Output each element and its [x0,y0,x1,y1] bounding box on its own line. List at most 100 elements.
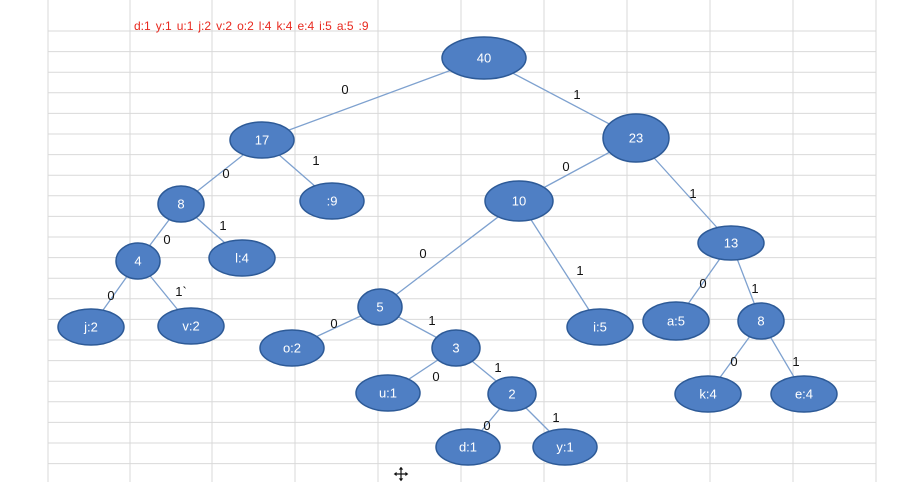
tree-node-shape [441,36,527,80]
tree-node: v:2 [157,307,225,345]
edge-label: 1 [573,87,580,102]
tree-node-shape [770,375,838,413]
edge-label: 0 [562,159,569,174]
tree-node-shape [602,113,670,163]
tree-node-label: :9 [327,194,338,209]
edge-label: 0 [483,418,490,433]
tree-node: e:4 [770,375,838,413]
legend-item: d:1 [134,19,151,33]
edge-label: 1 [689,186,696,201]
tree-node: a:5 [642,301,710,341]
tree-node-label: y:1 [556,440,573,455]
legend-item: v:2 [216,19,233,33]
legend-item: o:2 [237,19,254,33]
tree-node: 17 [229,121,295,159]
tree-node: d:1 [435,428,501,466]
tree-node-label: e:4 [795,387,813,402]
tree-node-label: 40 [477,51,491,66]
tree-node-shape [355,374,421,412]
tree-node-shape [157,307,225,345]
edge-label: 1 [312,153,319,168]
tree-node: 8 [157,185,205,223]
tree-node-label: 10 [512,194,526,209]
legend-item: a:5 [336,19,354,33]
tree-node: o:2 [259,329,325,367]
tree-node-label: v:2 [182,319,199,334]
tree-node-label: l:4 [235,251,249,266]
tree-node: 10 [484,180,554,222]
edge-label: 1 [494,360,501,375]
tree-node-shape [229,121,295,159]
tree-node-shape [435,428,501,466]
tree-node: l:4 [208,239,276,277]
tree-node-label: 4 [134,254,141,269]
tree-node-shape [299,182,365,220]
tree-node-shape [259,329,325,367]
tree-node-label: d:1 [459,440,477,455]
tree-node-shape [487,376,537,412]
edge-label: 0 [730,354,737,369]
tree-node-label: 17 [255,133,269,148]
edge-label: 1 [792,354,799,369]
tree-node-shape [157,185,205,223]
edge-label: 0 [330,316,337,331]
tree-node: 23 [602,113,670,163]
tree-node-shape [674,375,742,413]
tree-node-shape [532,428,598,466]
tree-node-label: 8 [757,314,764,329]
legend-item: j:2 [198,19,212,33]
tree-node-shape [57,308,125,346]
tree-node-label: 5 [376,300,383,315]
tree-node-label: 8 [177,197,184,212]
tree-node-shape [566,308,634,346]
tree-node: 4 [115,242,161,280]
edge-label: 1` [175,284,187,299]
tree-node: 13 [697,225,765,261]
legend-item: i:5 [319,19,332,33]
tree-node-shape [357,288,403,326]
tree-node: 5 [357,288,403,326]
tree-node-label: 2 [508,387,515,402]
edge-label: 0 [107,288,114,303]
edge-label: 1 [552,410,559,425]
tree-node-shape [697,225,765,261]
tree-node-label: 3 [452,341,459,356]
tree-node: k:4 [674,375,742,413]
legend-item: l:4 [258,19,272,33]
tree-node-label: k:4 [699,387,716,402]
tree-node-label: o:2 [283,341,301,356]
tree-node-label: 13 [724,236,738,251]
tree-node: y:1 [532,428,598,466]
edge-label: 0 [341,82,348,97]
edge-label: 0 [163,232,170,247]
tree-node-shape [737,302,785,340]
edge-label: 0 [419,246,426,261]
tree-node-label: j:2 [83,320,98,335]
legend-item: :9 [358,19,369,33]
tree-node: 40 [441,36,527,80]
tree-node-label: 23 [629,131,643,146]
edge-label: 1 [576,263,583,278]
edge-label: 1 [751,281,758,296]
edge-label: 0 [432,369,439,384]
tree-node: 3 [431,329,481,367]
tree-edge [261,57,485,141]
edge-label: 1 [428,313,435,328]
tree-node-shape [208,239,276,277]
edge-label: 1 [219,218,226,233]
legend-item: y:1 [155,19,172,33]
tree-node-shape [431,329,481,367]
legend-item: u:1 [176,19,194,33]
tree-edge [518,200,601,328]
tree-node-label: u:1 [379,386,397,401]
tree-node-label: a:5 [667,314,685,329]
tree-node-shape [642,301,710,341]
tree-edge [379,200,520,308]
tree-node-shape [484,180,554,222]
tree-node: j:2 [57,308,125,346]
tree-node: 8 [737,302,785,340]
legend-item: e:4 [297,19,315,33]
